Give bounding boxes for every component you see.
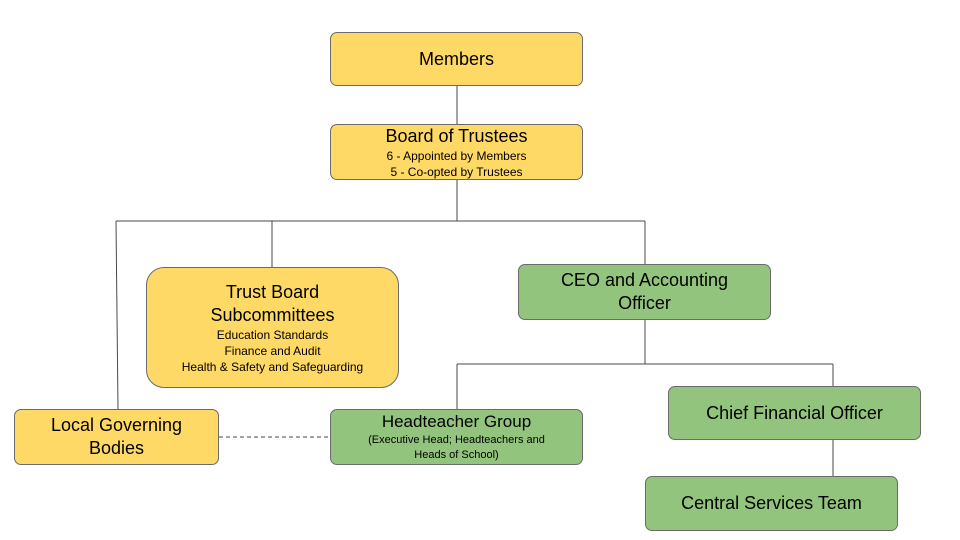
- ceo-accounting-officer-box: CEO and Accounting Officer: [518, 264, 771, 320]
- headteacher-line-1: (Executive Head; Headteachers and: [368, 434, 545, 446]
- chief-financial-officer-box: Chief Financial Officer: [668, 386, 921, 440]
- subcommittee-health-safety: Health & Safety and Safeguarding: [181, 359, 364, 374]
- headteacher-group-box: Headteacher Group (Executive Head; Headt…: [330, 409, 583, 465]
- cfo-title: Chief Financial Officer: [706, 402, 883, 423]
- subcommittee-education-standards: Education Standards: [216, 327, 329, 342]
- local-governing-bodies-box: Local Governing Bodies: [14, 409, 219, 465]
- members-box: Members: [330, 32, 583, 86]
- headteacher-line-2: Heads of School): [414, 449, 499, 461]
- members-title: Members: [418, 48, 494, 69]
- ceo-title-line-1: CEO and Accounting: [560, 270, 729, 290]
- subcommittee-finance-audit: Finance and Audit: [224, 343, 321, 358]
- central-services-team-box: Central Services Team: [645, 476, 898, 531]
- board-title: Board of Trustees: [385, 125, 528, 146]
- central-services-title: Central Services Team: [681, 493, 862, 513]
- board-of-trustees-box: Board of Trustees 6 - Appointed by Membe…: [330, 124, 583, 180]
- board-line-appointed: 6 - Appointed by Members: [386, 148, 527, 163]
- connector-to-local-governing-bodies: [115, 220, 119, 410]
- subcommittees-title-line-1: Trust Board: [225, 281, 320, 302]
- lgb-title-line-2: Bodies: [88, 438, 145, 458]
- headteacher-title: Headteacher Group: [381, 412, 532, 431]
- ceo-title-line-2: Officer: [618, 293, 671, 313]
- trust-board-subcommittees-box: Trust Board Subcommittees Education Stan…: [146, 267, 399, 388]
- subcommittees-title-line-2: Subcommittees: [210, 304, 335, 325]
- lgb-title-line-1: Local Governing: [50, 415, 183, 435]
- board-line-coopted: 5 - Co-opted by Trustees: [390, 164, 523, 179]
